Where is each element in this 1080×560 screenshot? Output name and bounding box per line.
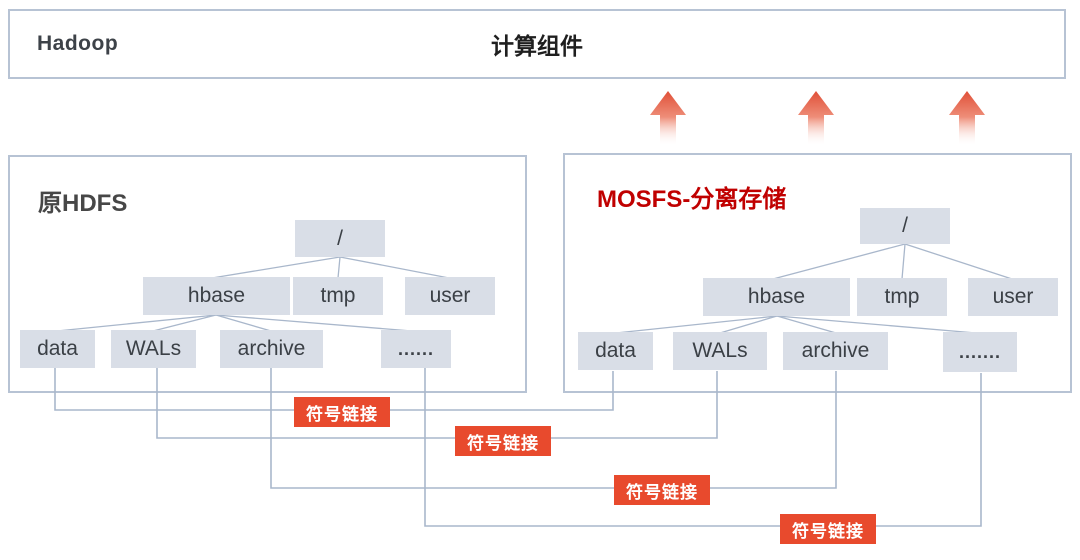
mosfs-panel-title: MOSFS-分离存储 [597, 186, 787, 213]
left-tree-edges [56, 256, 450, 332]
right-tree-node-tmp: tmp [857, 278, 947, 316]
right-tree-node-hbase: hbase [703, 278, 850, 316]
compute-components-title: 计算组件 [491, 33, 583, 59]
symlink-badge-ellipsis: 符号链接 [780, 514, 876, 544]
right-tree-node-data: data [578, 332, 653, 370]
left-tree-node-tmp: tmp [293, 277, 383, 315]
up-arrow-icon [949, 91, 985, 149]
right-tree-node-root: / [860, 208, 950, 244]
hadoop-label: Hadoop [37, 32, 119, 55]
right-tree-node-user: user [968, 278, 1058, 316]
right-tree-edges [615, 243, 1013, 334]
up-arrow-icon [650, 91, 686, 149]
hdfs-panel-title: 原HDFS [38, 190, 128, 217]
left-tree-node-ellipsis: ...... [381, 330, 451, 368]
compute-layer-bar: Hadoop 计算组件 [8, 9, 1066, 79]
left-tree-node-wals: WALs [111, 330, 196, 368]
symlink-badge-wals: 符号链接 [455, 426, 551, 456]
right-tree-node-archive: archive [783, 332, 888, 370]
left-tree-node-root: / [295, 220, 385, 257]
left-tree-node-user: user [405, 277, 495, 315]
right-tree-node-wals: WALs [673, 332, 767, 370]
symlink-badge-archive: 符号链接 [614, 475, 710, 505]
left-tree-node-archive: archive [220, 330, 323, 368]
symlink-badge-data: 符号链接 [294, 397, 390, 427]
left-tree-node-hbase: hbase [143, 277, 290, 315]
right-tree-node-ellipsis: ....... [943, 332, 1017, 372]
up-arrow-icon [798, 91, 834, 149]
left-tree-node-data: data [20, 330, 95, 368]
